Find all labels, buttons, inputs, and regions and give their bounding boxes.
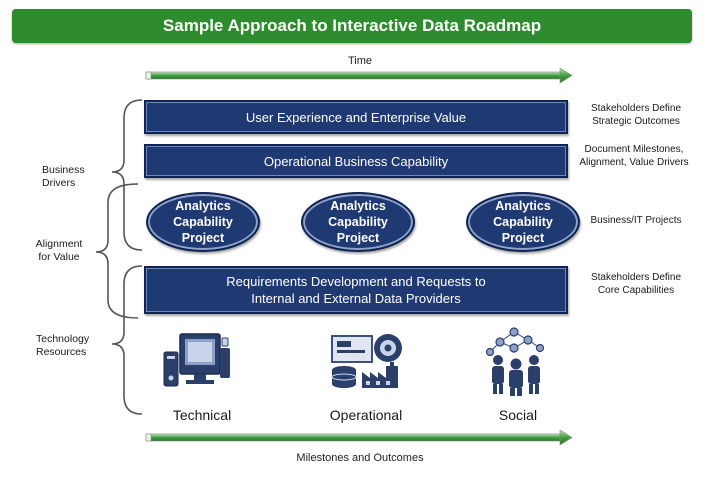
milestones-label: Milestones and Outcomes <box>296 452 424 464</box>
title-banner: Sample Approach to Interactive Data Road… <box>12 9 692 43</box>
business-it-projects-note: Business/IT Projects <box>590 215 682 226</box>
requirements-line-1: Requirements Development and Requests to <box>226 274 486 289</box>
strategic-line-1: Stakeholders Define <box>590 103 682 114</box>
analytics-project-oval-2: Analytics Capability Project <box>301 192 415 252</box>
social-label: Social <box>498 407 538 423</box>
business-drivers-label: Business Drivers <box>42 164 112 190</box>
oval-2-line-1: Analytics <box>330 199 386 213</box>
milestones-note: Document Milestones, Alignment, Value Dr… <box>564 143 704 169</box>
strategic-outcomes-note: Stakeholders Define Strategic Outcomes <box>566 102 704 128</box>
operational-capability-bar: Operational Business Capability <box>144 144 568 178</box>
analytics-project-oval-3: Analytics Capability Project <box>466 192 580 252</box>
oval-1-line-3: Project <box>181 231 225 245</box>
alignment-line-2: for Value <box>38 251 80 263</box>
user-experience-text: User Experience and Enterprise Value <box>245 109 467 125</box>
milestones-line-1: Document Milestones, <box>584 144 684 155</box>
alignment-label: Alignment for Value <box>24 238 94 264</box>
alignment-line-1: Alignment <box>35 238 83 250</box>
time-label: Time <box>347 55 373 67</box>
oval-3-line-3: Project <box>501 231 545 245</box>
operational-capability-text: Operational Business Capability <box>263 153 449 169</box>
operational-label: Operational <box>329 407 403 423</box>
time-arrow <box>145 67 573 84</box>
requirements-line-2: Internal and External Data Providers <box>251 291 461 306</box>
oval-1-line-2: Capability <box>173 215 233 229</box>
milestones-arrow <box>145 429 573 446</box>
analytics-project-oval-1: Analytics Capability Project <box>146 192 260 252</box>
oval-3-line-1: Analytics <box>495 199 551 213</box>
operations-icon <box>331 334 402 388</box>
technical-label: Technical <box>172 407 232 423</box>
requirements-bar: Requirements Development and Requests to… <box>144 266 568 314</box>
technology-line-1: Technology <box>36 333 90 345</box>
computer-icon <box>163 333 230 387</box>
core-line-2: Core Capabilities <box>597 285 675 296</box>
oval-3-line-2: Capability <box>493 215 553 229</box>
people-network-icon <box>485 327 545 396</box>
business-drivers-line-1: Business <box>42 164 85 176</box>
oval-2-line-3: Project <box>336 231 380 245</box>
user-experience-bar: User Experience and Enterprise Value <box>144 100 568 134</box>
core-line-1: Stakeholders Define <box>590 272 682 283</box>
milestones-line-2: Alignment, Value Drivers <box>579 157 689 168</box>
technology-resources-label: Technology Resources <box>36 333 116 359</box>
oval-2-line-2: Capability <box>328 215 388 229</box>
oval-1-line-1: Analytics <box>175 199 231 213</box>
core-capabilities-note: Stakeholders Define Core Capabilities <box>566 271 704 297</box>
strategic-line-2: Strategic Outcomes <box>592 116 680 127</box>
brackets <box>95 99 143 415</box>
page-title: Sample Approach to Interactive Data Road… <box>162 16 542 35</box>
business-drivers-line-2: Drivers <box>42 177 76 189</box>
technology-line-2: Resources <box>36 346 87 358</box>
